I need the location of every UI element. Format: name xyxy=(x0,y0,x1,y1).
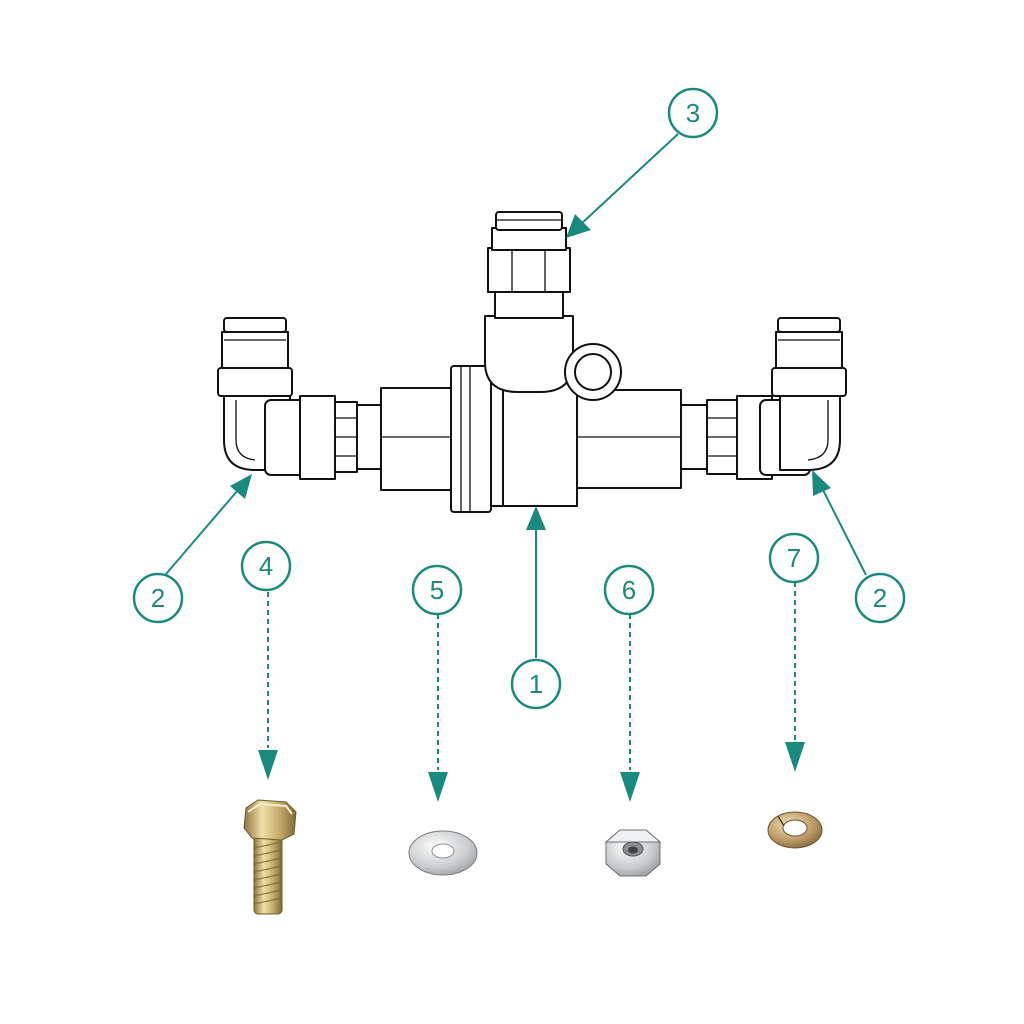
callout-1: 1 xyxy=(510,658,562,710)
callout-2-left: 2 xyxy=(132,572,184,624)
callout-4: 4 xyxy=(240,540,292,592)
valve-assembly xyxy=(217,211,847,513)
right-elbow-fitting xyxy=(771,317,847,471)
leader-2-left xyxy=(165,489,239,575)
leader-lines xyxy=(165,133,867,802)
arrowhead-1 xyxy=(526,506,546,530)
lock-washer xyxy=(767,811,823,849)
flat-washer xyxy=(408,830,478,876)
callout-2-right: 2 xyxy=(854,572,906,624)
callout-3: 3 xyxy=(667,87,719,139)
callout-5: 5 xyxy=(411,564,463,616)
valve-body xyxy=(484,315,682,507)
leader-2-right xyxy=(821,487,867,576)
callout-4-label: 4 xyxy=(259,551,273,581)
right-coupling xyxy=(680,395,811,480)
arrowhead-2-right xyxy=(812,470,831,496)
callout-3-label: 3 xyxy=(686,98,700,128)
leader-3 xyxy=(580,133,679,225)
arrowhead-7 xyxy=(785,742,805,772)
arrowhead-2-left xyxy=(230,474,252,499)
arrowhead-3 xyxy=(566,214,591,238)
callout-7-label: 7 xyxy=(787,543,801,573)
hex-nut-part xyxy=(604,829,662,877)
hex-bolt xyxy=(243,799,297,915)
arrowhead-6 xyxy=(620,772,640,802)
callout-2-right-label: 2 xyxy=(873,583,887,613)
valve-flange xyxy=(450,365,504,513)
callout-1-label: 1 xyxy=(529,669,543,699)
callout-6-label: 6 xyxy=(622,575,636,605)
top-fitting xyxy=(487,211,571,319)
callout-5-label: 5 xyxy=(430,575,444,605)
arrowhead-5 xyxy=(428,772,448,802)
callout-2-left-label: 2 xyxy=(151,583,165,613)
callout-7: 7 xyxy=(768,532,820,584)
arrowhead-4 xyxy=(258,750,278,780)
left-coupling xyxy=(264,387,452,491)
callout-6: 6 xyxy=(603,564,655,616)
